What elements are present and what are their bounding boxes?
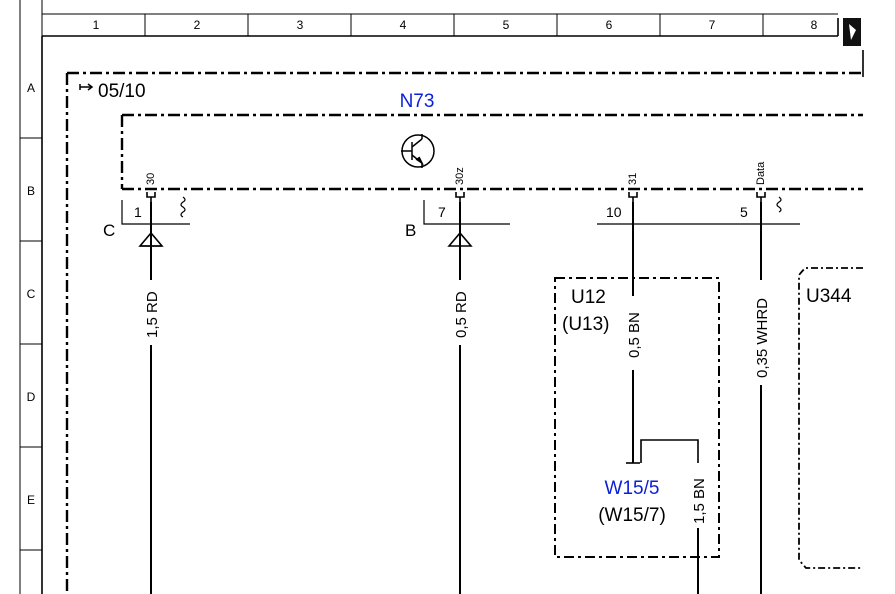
pin-number: 5 — [740, 204, 748, 220]
column-label: 7 — [709, 18, 716, 32]
row-label: A — [27, 81, 35, 95]
column-label: 1 — [93, 18, 100, 32]
column-label: 6 — [606, 18, 613, 32]
pin-connector — [146, 192, 156, 198]
pin-connector — [455, 192, 465, 198]
squiggle-icon — [180, 196, 782, 218]
drawing-frame — [19, 0, 864, 594]
wire-label: 0,5 RD — [453, 291, 470, 338]
pin-number: 7 — [438, 204, 446, 220]
row-label: B — [27, 184, 35, 198]
right-box-label: U344 — [806, 286, 852, 307]
pin-function-label: Data — [755, 161, 767, 185]
variant-alt-label: (U13) — [562, 314, 610, 335]
module-box — [120, 113, 863, 191]
row-label: C — [27, 287, 36, 301]
pin-function-label: 31 — [627, 173, 639, 185]
variant-box — [554, 277, 720, 558]
ground-point-label: W15/5 — [605, 478, 660, 499]
row-labels: A B C D E — [27, 81, 36, 507]
arrow-right-icon — [79, 83, 94, 91]
pin-function-label: 30z — [454, 167, 466, 185]
column-label: 3 — [297, 18, 304, 32]
column-labels: 1 2 3 4 5 6 7 8 — [93, 18, 818, 32]
wire-label: 1,5 BN — [691, 478, 708, 524]
column-label: 8 — [811, 18, 818, 32]
pin-connector — [756, 192, 766, 198]
row-label: E — [27, 493, 35, 507]
branch-frames — [121, 200, 800, 225]
pin-number: 10 — [606, 204, 622, 220]
variant-label: U12 — [571, 287, 606, 308]
ground-point-alt-label: (W15/7) — [598, 505, 666, 526]
wire-label: 1,5 RD — [144, 291, 161, 338]
right-box — [798, 267, 863, 569]
column-label: 2 — [194, 18, 201, 32]
module-label: N73 — [400, 91, 435, 112]
branch-label: B — [405, 221, 416, 240]
pin-connectors — [146, 192, 766, 202]
triangle-icon — [138, 231, 473, 247]
transistor-icon — [401, 134, 435, 168]
ground-point-icon — [626, 439, 699, 464]
pin-function-label: 30 — [145, 173, 157, 185]
pin-connector — [628, 192, 638, 198]
wire-label: 0,35 WHRD — [754, 298, 771, 378]
page-corner-icon — [843, 18, 861, 46]
wires — [150, 202, 762, 594]
wire-label: 0,5 BN — [626, 312, 643, 358]
branch-label: C — [103, 221, 115, 240]
row-label: D — [27, 390, 36, 404]
outer-boundary — [65, 71, 863, 594]
column-label: 4 — [400, 18, 407, 32]
pin-number: 1 — [134, 204, 142, 220]
column-label: 5 — [503, 18, 510, 32]
reference-label: 05/10 — [98, 81, 146, 102]
